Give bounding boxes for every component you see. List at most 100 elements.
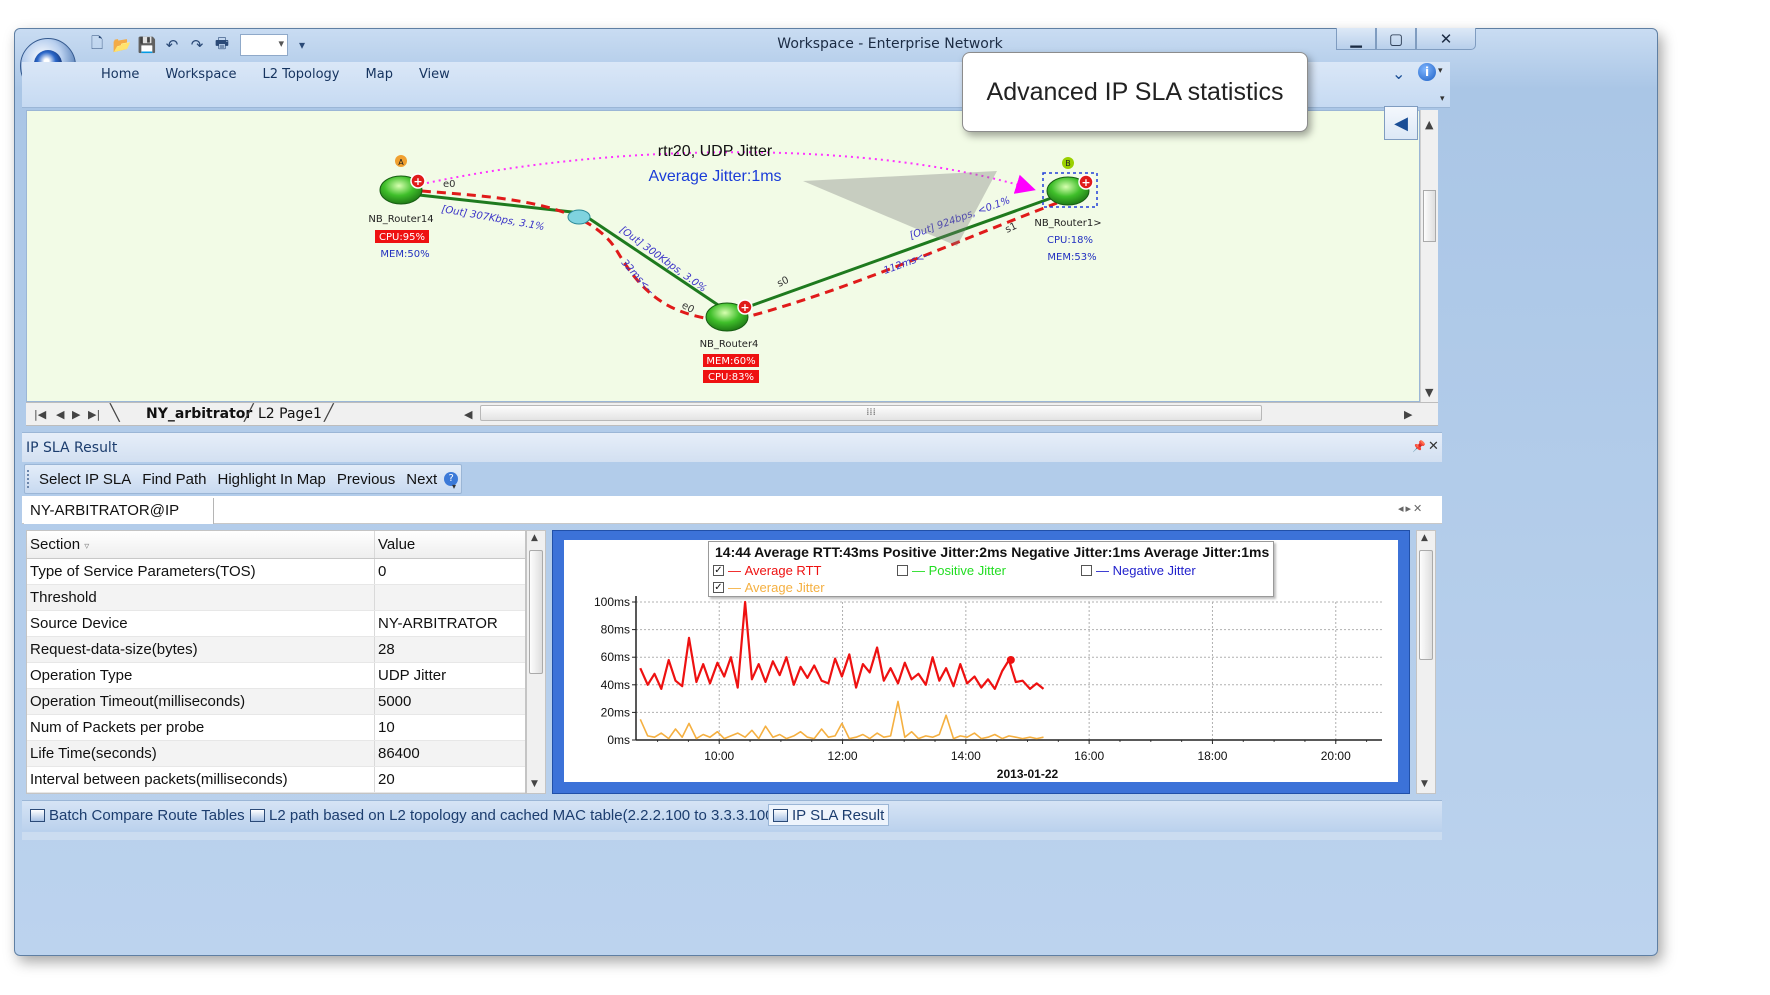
maximize-button[interactable]: ▢ <box>1376 28 1416 50</box>
table-row[interactable]: Life Time(seconds)86400 <box>27 741 525 767</box>
page-tab-l2-page1[interactable]: L2 Page1 <box>258 406 322 422</box>
legend-item-average-rtt[interactable]: ✓ — Average RTT <box>713 563 821 578</box>
row-section: Threshold <box>27 585 375 610</box>
legend-item-average-jitter[interactable]: ✓ — Average Jitter <box>713 580 825 595</box>
open-folder-icon[interactable]: 📂 <box>112 36 132 54</box>
router-r4-icon[interactable]: + <box>705 299 753 332</box>
chevron-down-icon[interactable]: ⌄ <box>1392 64 1406 83</box>
link-label-5: 112ms<-- <box>882 249 933 276</box>
prev-page-icon[interactable]: ◀ <box>56 408 65 421</box>
tab-home[interactable]: Home <box>101 67 140 82</box>
close-icon[interactable]: ✕ <box>1428 439 1439 454</box>
series-line-average-jitter[interactable] <box>639 700 1044 740</box>
legend-item-positive-jitter[interactable]: — Positive Jitter <box>897 563 1006 578</box>
scroll-up-icon[interactable]: ▲ <box>1421 533 1428 543</box>
highlight-in-map-button[interactable]: Highlight In Map <box>217 470 326 488</box>
router-r14-icon[interactable]: + <box>379 173 426 205</box>
pin-icon[interactable]: 📌 <box>1412 440 1426 453</box>
customize-toolbar-icon[interactable]: ▾ <box>299 38 306 52</box>
minimize-button[interactable]: ▁ <box>1336 28 1376 50</box>
find-path-button[interactable]: Find Path <box>142 470 207 488</box>
select-ip-sla-button[interactable]: Select IP SLA <box>39 470 132 488</box>
redo-icon[interactable]: ↷ <box>190 36 204 54</box>
first-page-icon[interactable]: |◀ <box>34 408 47 421</box>
collapse-panel-icon[interactable]: ◀ <box>1384 106 1418 140</box>
row-section: Type of Service Parameters(TOS) <box>27 559 375 584</box>
doc-tab-ip-sla[interactable]: NY-ARBITRATOR@IP SLA:1 <box>24 498 214 545</box>
save-icon[interactable]: 💾 <box>137 36 157 54</box>
column-header-section[interactable]: Section ▿ <box>27 531 375 558</box>
column-header-value[interactable]: Value <box>378 536 416 553</box>
toolbar-grip[interactable] <box>27 470 30 488</box>
scroll-right-icon[interactable]: ▶ <box>1404 408 1413 421</box>
bottom-tab-l2-path[interactable]: L2 path based on L2 topology and cached … <box>250 804 779 826</box>
tab-l2-topology[interactable]: L2 Topology <box>262 67 340 82</box>
series-line-average-rtt[interactable] <box>639 600 1045 690</box>
print-icon[interactable]: 🖶 <box>214 33 230 52</box>
filter-icon[interactable]: ▿ <box>84 541 90 552</box>
scroll-down-icon[interactable]: ▼ <box>1421 779 1428 789</box>
checkbox-negative-jitter[interactable] <box>1081 565 1092 576</box>
scroll-left-icon[interactable]: ◀ <box>464 408 473 421</box>
page-tab-ny-arbitrator[interactable]: NY_arbitrator <box>146 406 253 422</box>
checkbox-average-rtt[interactable]: ✓ <box>713 565 724 576</box>
quick-access-combo[interactable] <box>240 34 288 56</box>
table-row[interactable]: Type of Service Parameters(TOS)0 <box>27 559 525 585</box>
legend-swatch: — <box>912 563 929 578</box>
link-r4-r1 <box>741 194 1058 311</box>
window-icon <box>773 808 788 822</box>
hub-icon[interactable] <box>567 209 591 225</box>
router-r1-port: s1 <box>1004 221 1019 236</box>
info-icon[interactable]: i <box>1418 63 1436 81</box>
topology-map[interactable]: + A + + B NB_Router14 CPU:95% MEM:50% e0… <box>26 110 1420 402</box>
close-button[interactable]: ✕ <box>1416 28 1476 50</box>
scroll-up-icon[interactable]: ▲ <box>531 533 538 543</box>
grid-scroll-thumb[interactable] <box>529 550 543 674</box>
data-point-marker[interactable] <box>1006 655 1015 664</box>
table-row[interactable]: Interval between packets(milliseconds)20 <box>27 767 525 793</box>
previous-button[interactable]: Previous <box>336 470 396 488</box>
next-page-icon[interactable]: ▶ <box>72 408 81 421</box>
scroll-down-icon[interactable]: ▼ <box>1425 386 1434 399</box>
marker-a-label: A <box>398 158 404 167</box>
chart-scroll-thumb[interactable] <box>1419 550 1433 660</box>
next-button[interactable]: Next <box>406 470 438 488</box>
scroll-up-icon[interactable]: ▲ <box>1425 118 1434 131</box>
tab-view[interactable]: View <box>418 67 450 82</box>
router-r1-icon[interactable]: + <box>1042 172 1098 208</box>
map-horizontal-scrollbar[interactable]: ⁞⁞⁞ <box>480 405 1262 421</box>
window-icon <box>30 808 45 822</box>
help-icon[interactable]: ? <box>444 472 459 486</box>
new-file-icon[interactable]: 🗋 <box>90 33 104 52</box>
doc-tab-nav-icons[interactable]: ◂▸✕ <box>1398 502 1425 515</box>
table-row[interactable]: Request-data-size(bytes)28 <box>27 637 525 663</box>
checkbox-average-jitter[interactable]: ✓ <box>713 582 724 593</box>
map-vertical-scrollbar[interactable]: ▲ ▼ <box>1420 110 1438 402</box>
legend-item-negative-jitter[interactable]: — Negative Jitter <box>1081 563 1196 578</box>
undo-icon[interactable]: ↶ <box>165 36 179 54</box>
last-page-icon[interactable]: ▶| <box>88 408 101 421</box>
rtt-path-right <box>738 201 1058 321</box>
table-row[interactable]: Threshold <box>27 585 525 611</box>
window-title: Workspace - Enterprise Network <box>777 36 1003 52</box>
scroll-down-icon[interactable]: ▼ <box>531 779 538 789</box>
ribbon-expand-icon[interactable]: ▾ <box>1440 94 1445 104</box>
table-row[interactable]: Operation Timeout(milliseconds)5000 <box>27 689 525 715</box>
bottom-tab-batch-compare[interactable]: Batch Compare Route Tables <box>30 804 245 826</box>
tab-workspace[interactable]: Workspace <box>165 67 237 82</box>
document-tabstrip <box>22 496 1442 524</box>
toolbar-overflow-icon[interactable]: ▾ <box>452 482 457 491</box>
router-r4-mem-badge <box>703 354 759 367</box>
legend-label: Average Jitter <box>744 580 825 595</box>
sla-operation-label: rtr20, UDP Jitter <box>658 143 773 160</box>
help-menu-arrow-icon[interactable]: ▾ <box>1438 66 1443 76</box>
tab-map[interactable]: Map <box>365 67 393 82</box>
map-vscroll-thumb[interactable] <box>1423 190 1436 242</box>
row-section: Num of Packets per probe <box>27 715 375 740</box>
bottom-tab-ip-sla-result[interactable]: IP SLA Result <box>768 804 890 826</box>
x-tick-label: 14:00 <box>951 749 981 763</box>
checkbox-positive-jitter[interactable] <box>897 565 908 576</box>
